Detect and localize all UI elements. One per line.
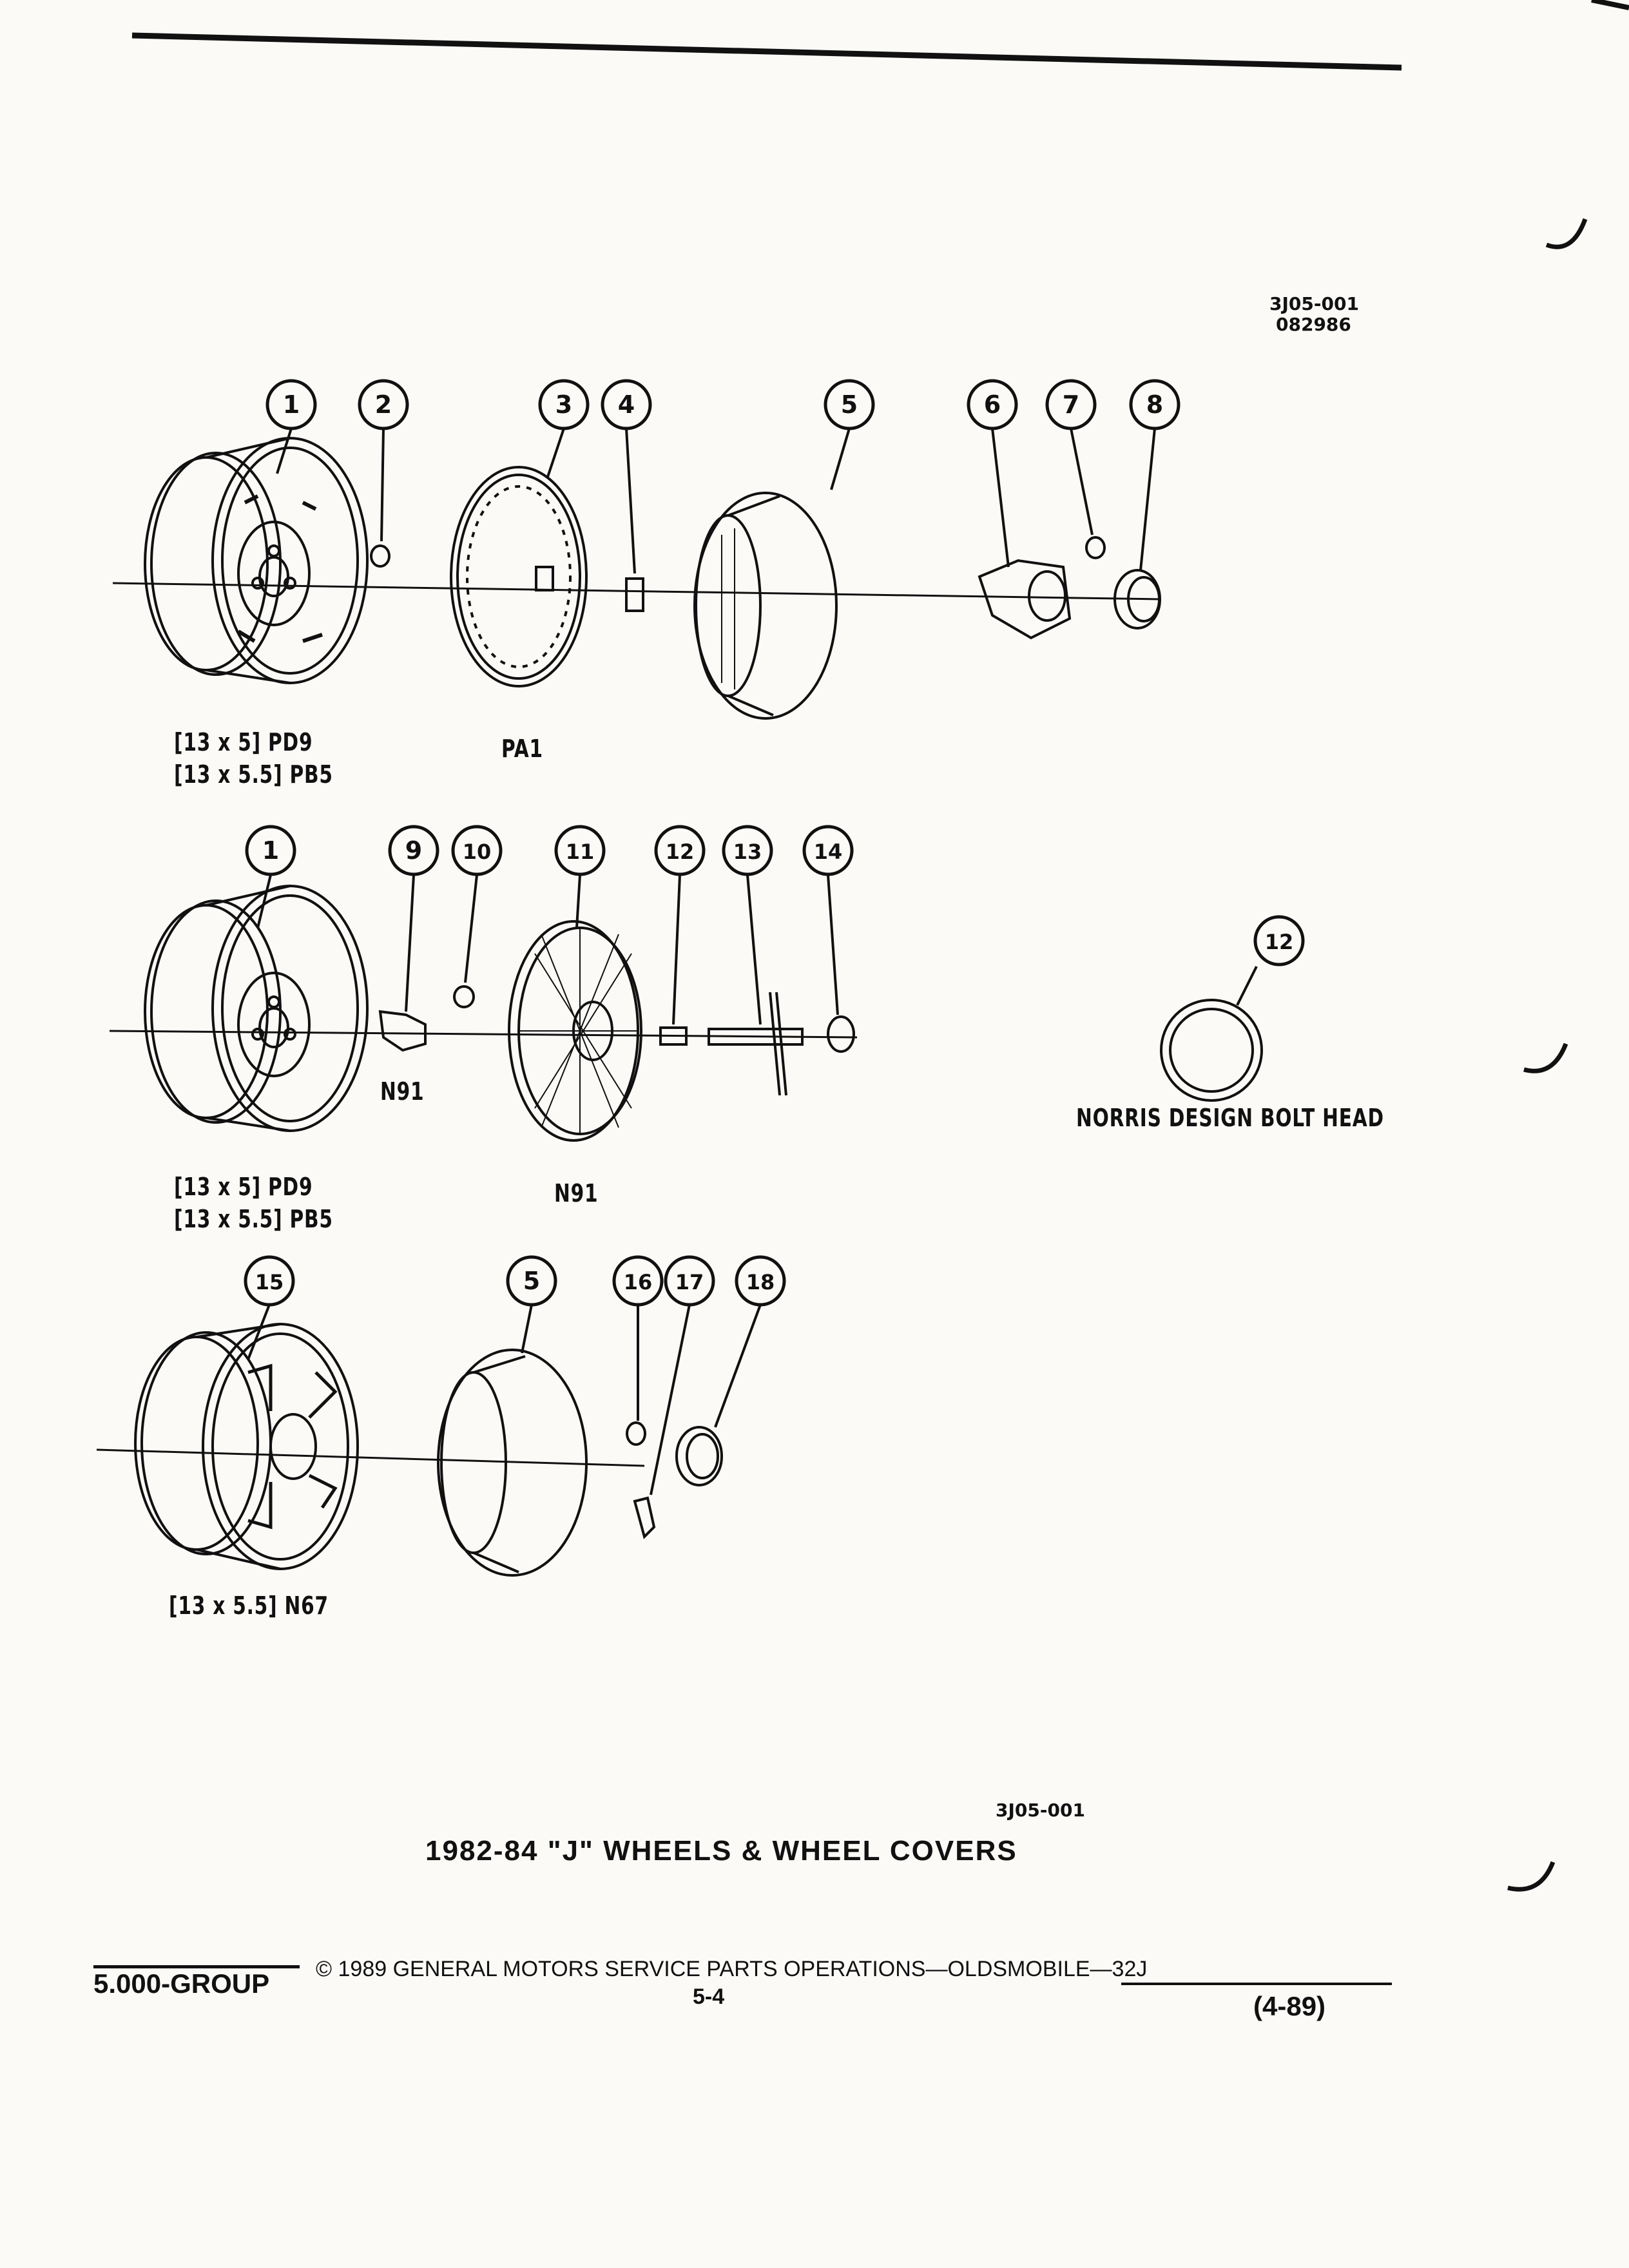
trim-ring — [437, 1349, 588, 1577]
styled-steel-wheel-n67 — [134, 1323, 359, 1570]
callout-number: 3 — [555, 390, 572, 419]
lug-nut — [370, 544, 390, 568]
callout-number: 2 — [375, 390, 392, 419]
center-cap — [1113, 569, 1161, 629]
callout-number: 1 — [262, 836, 279, 865]
callout-1: 1 — [265, 379, 317, 430]
footer-group-rule — [93, 1965, 300, 1968]
lock-cap — [827, 1015, 855, 1053]
footer-copyright: © 1989 GENERAL MOTORS SERVICE PARTS OPER… — [316, 1957, 1148, 1981]
row2-lock-caption: N91 — [380, 1077, 425, 1106]
callout-number: 6 — [984, 390, 1001, 419]
row2-cover-caption: N91 — [554, 1179, 599, 1207]
row3-axis — [96, 1448, 645, 1467]
callout-number: 5 — [523, 1267, 540, 1295]
callout-number: 12 — [666, 840, 695, 864]
bottom-figure-id: 3J05-001 — [996, 1800, 1085, 1821]
callout-13: 13 — [722, 825, 773, 876]
callout-number: 9 — [405, 836, 422, 865]
callout-number: 12 — [1265, 930, 1294, 954]
callout-number: 1 — [283, 390, 300, 419]
norris-bolt-head-detail — [1160, 999, 1263, 1102]
drawing-id: 3J05-001 — [1269, 293, 1359, 314]
footer-page: 5-4 — [693, 1984, 725, 2009]
callout-number: 17 — [675, 1270, 704, 1294]
binder-mark-3 — [1507, 1861, 1556, 1892]
wheel-cover-pa1 — [450, 466, 588, 687]
row1-wheel-caption-2: [13 x 5.5] PB5 — [174, 760, 333, 789]
callout-8: 8 — [1129, 379, 1181, 430]
corner-mark — [1591, 0, 1629, 10]
callout-number: 8 — [1146, 390, 1163, 419]
retainer-clip — [625, 577, 644, 612]
trim-ring — [693, 492, 838, 720]
callout-4: 4 — [601, 379, 652, 430]
callout-number: 18 — [746, 1270, 775, 1294]
row2-axis — [109, 1030, 858, 1039]
callout-9: 9 — [388, 825, 439, 876]
callout-7: 7 — [1045, 379, 1097, 430]
footer-revision: (4-89) — [1253, 1991, 1326, 2021]
page-title: 1982-84 "J" WHEELS & WHEEL COVERS — [425, 1835, 1017, 1867]
footer-right-rule — [1121, 1983, 1392, 1985]
callout-11: 11 — [554, 825, 606, 876]
drawing-date: 082986 — [1276, 314, 1351, 335]
detail-caption: NORRIS DESIGN BOLT HEAD — [1076, 1104, 1384, 1132]
center-cap — [675, 1426, 723, 1486]
callout-2: 2 — [358, 379, 409, 430]
row1-axis — [112, 582, 1161, 601]
binder-mark-2 — [1523, 1043, 1568, 1073]
callout-number: 10 — [463, 840, 492, 864]
callout-18: 18 — [735, 1255, 786, 1307]
callout-17: 17 — [664, 1255, 715, 1307]
lock-bar — [708, 992, 804, 1096]
callout-16: 16 — [612, 1255, 664, 1307]
callout-12: 12 — [1253, 915, 1305, 966]
lock-bolt — [659, 1026, 688, 1046]
wire-wheel-cover-n91 — [508, 920, 642, 1142]
callout-6: 6 — [967, 379, 1018, 430]
row3-wheel-caption: [13 x 5.5] N67 — [169, 1591, 329, 1620]
row1-cover-caption: PA1 — [501, 735, 543, 763]
callout-5: 5 — [824, 379, 875, 430]
cap-clip — [633, 1496, 656, 1539]
center-hub — [978, 559, 1072, 640]
steel-wheel — [144, 885, 369, 1132]
row2-wheel-caption-2: [13 x 5.5] PB5 — [174, 1205, 333, 1233]
row2-wheel-caption-1: [13 x 5] PD9 — [174, 1173, 313, 1201]
callout-12: 12 — [654, 825, 706, 876]
lug-nut — [453, 985, 475, 1008]
callout-number: 4 — [618, 390, 635, 419]
callout-number: 5 — [841, 390, 858, 419]
callout-number: 14 — [814, 840, 843, 864]
callout-10: 10 — [451, 825, 503, 876]
callout-number: 13 — [733, 840, 762, 864]
callout-3: 3 — [538, 379, 590, 430]
wheel-lock-n91 — [378, 1010, 427, 1052]
lug-nut — [626, 1421, 646, 1446]
callout-number: 7 — [1063, 390, 1079, 419]
row1-wheel-caption-1: [13 x 5] PD9 — [174, 728, 313, 756]
callout-15: 15 — [244, 1255, 295, 1307]
binder-mark-1 — [1545, 218, 1588, 249]
callout-number: 15 — [255, 1270, 284, 1294]
callout-1: 1 — [245, 825, 296, 876]
callout-14: 14 — [802, 825, 854, 876]
hub-nut — [1085, 536, 1106, 559]
callout-5: 5 — [506, 1255, 557, 1307]
callout-number: 16 — [624, 1270, 653, 1294]
header-rule — [131, 32, 1402, 71]
steel-wheel — [144, 437, 369, 684]
footer-group: 5.000-GROUP — [93, 1968, 270, 1999]
callout-number: 11 — [566, 840, 595, 864]
